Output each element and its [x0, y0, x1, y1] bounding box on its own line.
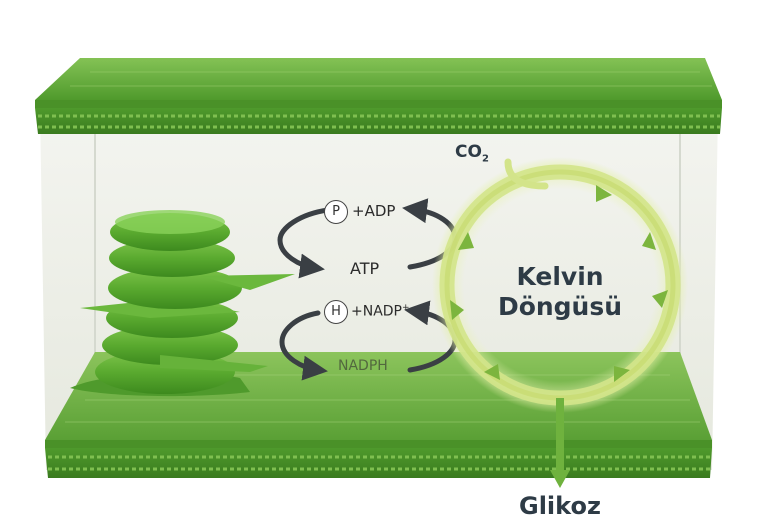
co2-label: CO2 — [455, 142, 489, 165]
atp-label: ATP — [350, 259, 380, 278]
nadph-label: NADPH — [338, 358, 388, 374]
nadp-label: +NADP+ — [351, 303, 410, 320]
kelvin-cycle-ring — [432, 157, 688, 488]
outer-membrane-top — [35, 58, 722, 134]
phosphate-symbol: P — [324, 200, 348, 224]
hydrogen-symbol: H — [324, 300, 348, 324]
cycle-title-line1: Kelvin — [516, 262, 604, 291]
adp-label: +ADP — [352, 202, 396, 220]
co2-inlet-line — [504, 158, 549, 190]
glucose-label: Glikoz — [519, 492, 601, 520]
grana-stack — [70, 210, 295, 397]
cycle-title-line2: Döngüsü — [497, 292, 623, 321]
